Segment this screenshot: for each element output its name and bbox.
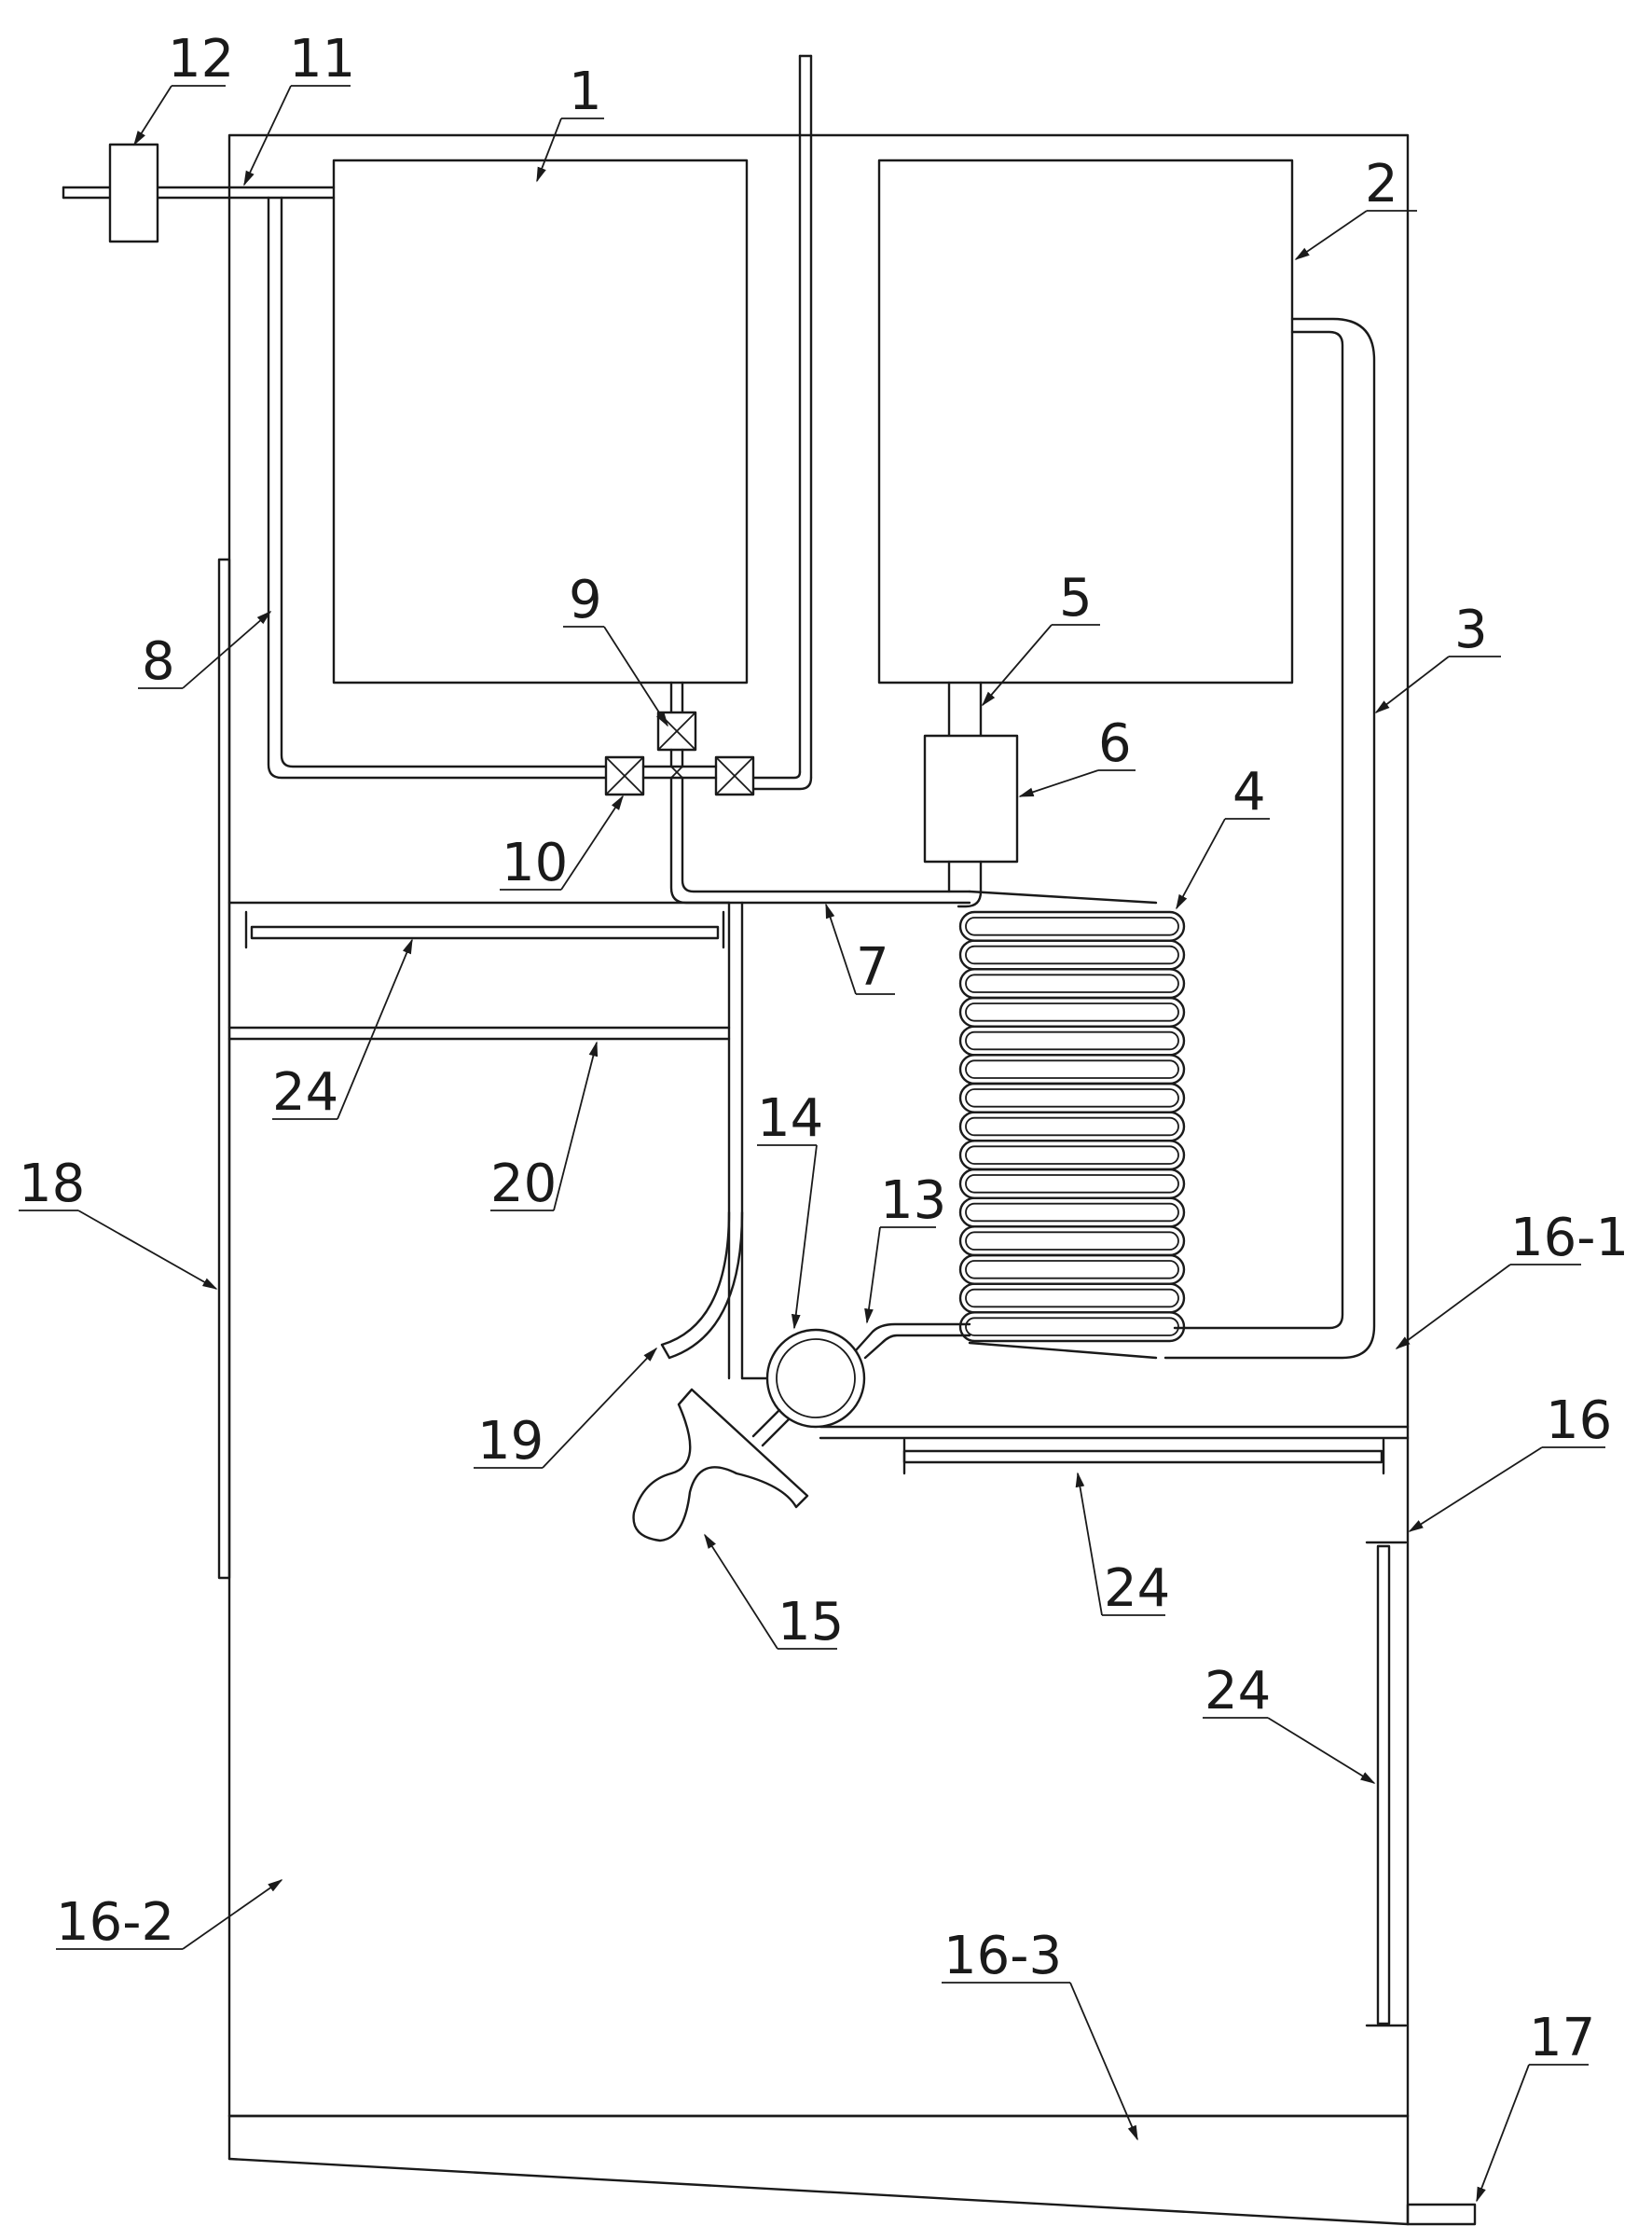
label-14: 14 [757,1088,823,1149]
coil-turn [958,1253,1186,1285]
label-5: 5 [1059,568,1093,629]
coil-turn-inner [965,1002,1179,1022]
coil-turn [958,1225,1186,1257]
label-12: 12 [168,29,234,90]
label-4: 4 [1232,762,1266,823]
label-15: 15 [778,1592,844,1652]
cabinet-body [227,133,1410,2226]
pipe-13 [854,1322,971,1360]
label-24b: 24 [1104,1558,1170,1619]
lamp-24-middle [902,1438,1385,1475]
valve-right [714,755,755,796]
label-8: 8 [142,631,175,692]
label-16-3: 16-3 [943,1926,1062,1986]
inner-partitions [227,901,1410,2118]
lamp-24-top [244,910,725,949]
coil-turn [958,1140,1186,1171]
coil-4 [958,890,1186,1360]
coil-turn [959,1025,1185,1057]
coil-turn [959,1196,1185,1228]
label-10: 10 [502,833,568,893]
nozzle-15 [632,1388,809,1542]
valve-10 [604,755,645,796]
pipe-5 [947,681,983,738]
pipe-8 [267,196,608,780]
vent-pipe [751,54,813,791]
coil-turn [958,1054,1186,1085]
filter-outlet [947,860,983,908]
coil-turn-inner [965,1116,1179,1137]
deflector-19 [660,1210,744,1360]
coil-turn-inner [965,1145,1179,1165]
label-17: 17 [1529,2008,1595,2068]
coil-turn [958,1168,1186,1199]
label-24a: 24 [272,1062,338,1123]
tank-2 [877,159,1294,684]
label-16-2: 16-2 [56,1892,174,1953]
label-16-1: 16-1 [1510,1208,1629,1268]
coil-turn-inner [965,974,1179,993]
door-18 [217,558,231,1580]
coil-turn-inner [965,1059,1179,1079]
tank1-outlet-pipe [669,681,684,714]
label-13: 13 [880,1170,946,1231]
coil-turn-inner [965,1288,1179,1308]
coil-turn-inner [965,1030,1179,1051]
label-18: 18 [19,1154,85,1214]
label-9: 9 [569,570,602,630]
coil-turn [958,1082,1186,1113]
label-2: 2 [1365,154,1398,214]
coil-turn [959,1111,1185,1142]
lamp-24-right [1365,1541,1408,2027]
label-7: 7 [856,937,889,998]
coil-turn [958,996,1186,1028]
coil-turn-inner [965,1174,1179,1194]
label-1: 1 [569,62,602,122]
coil-turn-inner [965,1317,1179,1336]
fan-12 [108,143,159,243]
label-24c: 24 [1205,1661,1271,1721]
coil-turn [958,968,1186,1000]
coil-turn [958,910,1186,942]
reference-labels: 12 11 1 2 3 4 5 6 7 8 9 10 13 14 15 16 1… [19,29,1629,2068]
coil-turn-inner [965,945,1179,965]
coil-turn-inner [965,1231,1179,1251]
label-6: 6 [1098,713,1132,774]
filter-6 [923,734,1019,864]
coil-turn [959,939,1185,971]
coil-turn [959,1282,1185,1314]
pump-14 [765,1328,866,1429]
label-11: 11 [289,29,355,90]
leader-lines [19,85,1605,2203]
tank-1 [332,159,749,684]
coil-turn-inner [965,917,1179,936]
coil-turn-inner [965,1088,1179,1108]
junction-pipes [641,748,718,780]
coil-turn-inner [965,1202,1179,1223]
foot [1406,2203,1477,2226]
coil-turn [958,1311,1186,1343]
label-19: 19 [477,1411,544,1472]
label-16: 16 [1546,1390,1612,1451]
label-3: 3 [1454,600,1488,660]
label-20: 20 [490,1154,557,1214]
coil-turn-inner [965,1260,1179,1279]
pipe-3 [1163,317,1376,1360]
pipe-11 [62,186,336,200]
valve-9 [656,711,697,752]
